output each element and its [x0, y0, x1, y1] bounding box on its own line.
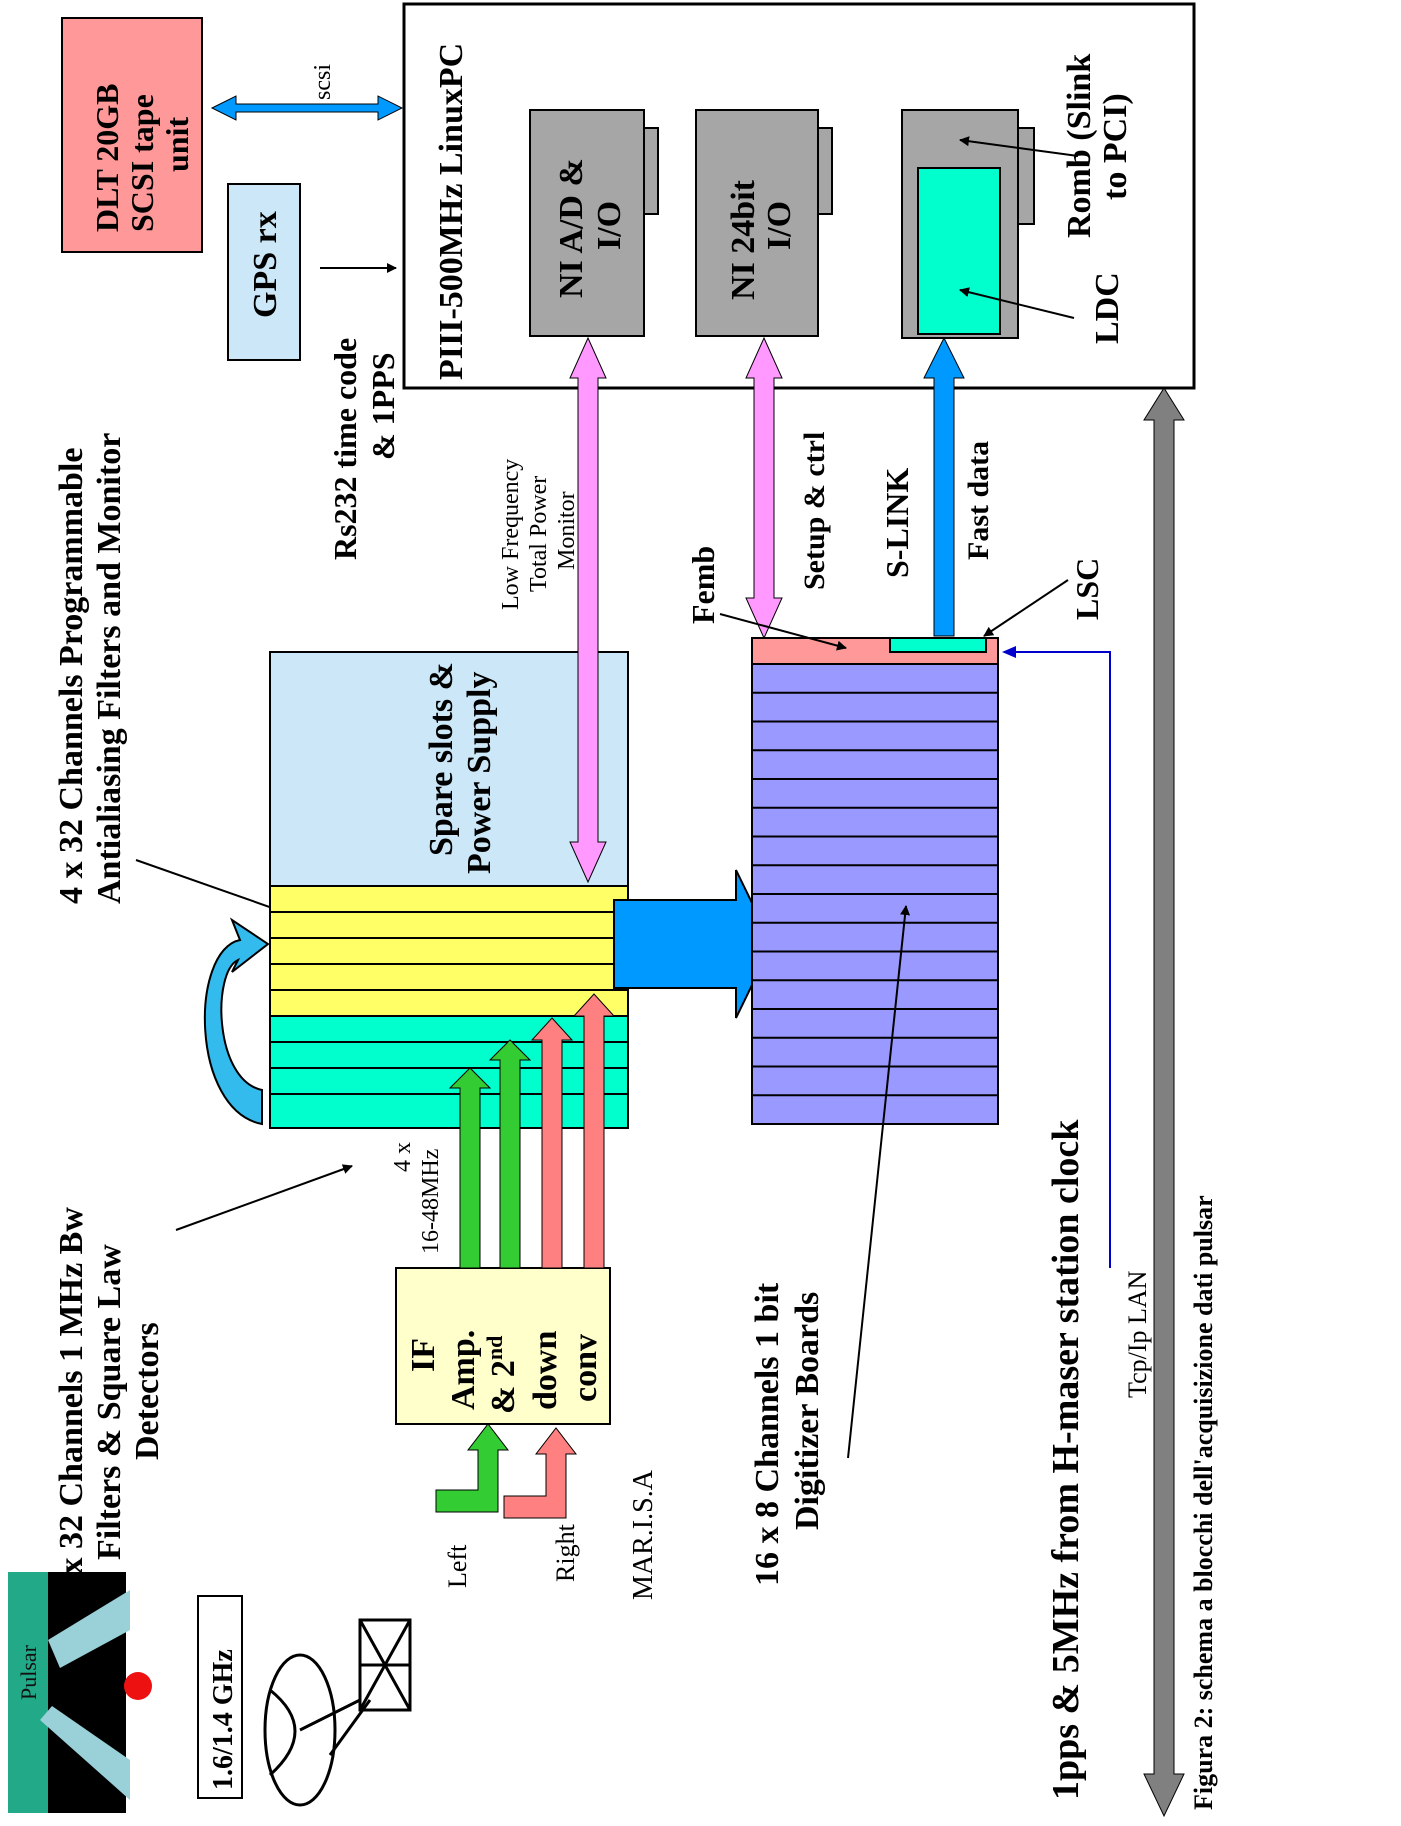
filters-title-line-1: 4 x 32 Channels Programmable [53, 448, 90, 904]
antenna-dish-icon [265, 1620, 410, 1805]
ni-ad-card-line-2: I/O [591, 201, 628, 250]
digitizer-crate [752, 638, 998, 1124]
antialiasing-filter-slots [270, 886, 628, 1016]
scsi-label: scsi [310, 64, 336, 100]
spare-slots-line-1: Spare slots & [423, 662, 460, 856]
romb-label-line-2: to PCI) [1097, 93, 1134, 200]
tape-unit-line-1: DLT 20GB [89, 83, 125, 232]
rs232-label-line-2: & 1PPS [365, 352, 401, 460]
digitizer-title-line-1: 16 x 8 Channels 1 bit [749, 1282, 786, 1586]
right-input-arrow [504, 1428, 576, 1518]
low-freq-line-3: Monitor [554, 491, 580, 570]
if-output-line-1: 4 x [390, 1142, 416, 1172]
pulsar-star-icon [124, 1672, 152, 1700]
low-freq-line-1: Low Frequency [498, 459, 524, 610]
antenna-band-label: 1.6/1.4 GHz [208, 1649, 239, 1790]
if-line-2: Amp. [445, 1330, 482, 1410]
lan-label: Tcp/Ip LAN [1123, 1270, 1152, 1398]
lsc-label: LSC [1069, 558, 1105, 620]
square-law-detector-slots [270, 1016, 628, 1128]
detectors-title-line-1: 4 x 32 Channels 1 MHz Bw [53, 1207, 90, 1600]
if-line-4: down [527, 1331, 564, 1410]
setup-ctrl-label: Setup & ctrl [798, 432, 831, 590]
if-line-3-main: & 2 [485, 1360, 522, 1414]
ldc-label: LDC [1089, 272, 1126, 344]
pc-title: PIII-500MHz LinuxPC [433, 43, 470, 380]
if-line-5: conv [567, 1334, 604, 1402]
pulsar-image: Pulsar [8, 1572, 152, 1813]
left-input-arrow [436, 1424, 508, 1512]
left-label: Left [443, 1544, 472, 1588]
if-line-1: IF [405, 1338, 442, 1372]
scsi-link-arrow [212, 96, 402, 120]
rs232-label-line-1: Rs232 time code [327, 338, 363, 560]
crate-to-digitizer-arrow [614, 870, 772, 1018]
spare-slots-line-2: Power Supply [461, 672, 498, 874]
marisa-label: MAR.I.S.A [628, 1469, 659, 1600]
if-line-3-sup: nd [482, 1336, 507, 1360]
ldc-card [918, 168, 1000, 334]
clock-label: 1pps & 5MHz from H-maser station clock [1045, 1119, 1087, 1800]
pulsar-caption: Pulsar [16, 1644, 41, 1700]
right-label: Right [551, 1523, 580, 1582]
figure-caption: Figura 2: schema a blocchi dell'acquisiz… [1189, 1195, 1218, 1810]
lsc-module [890, 638, 986, 652]
ni-24bit-card-line-1: NI 24bit [725, 179, 762, 300]
tape-unit-line-2: SCSI tape [124, 94, 160, 232]
detector-to-filter-curved-arrow [205, 920, 268, 1124]
detectors-title-line-3: Detectors [129, 1322, 166, 1460]
ni-ad-card-line-1: NI A/D & [553, 158, 590, 298]
tape-unit-line-3: unit [159, 117, 195, 172]
low-freq-line-2: Total Power [526, 476, 552, 592]
detectors-title-line-2: Filters & Square Law [91, 1244, 128, 1560]
slink-label: S-LINK [879, 468, 915, 578]
romb-label-line-1: Romb (Slink [1061, 54, 1098, 238]
digitizer-title-line-2: Digitizer Boards [789, 1292, 826, 1530]
ni-24bit-card-line-2: I/O [761, 201, 798, 250]
filters-title-line-2: Antialiasing Filters and Monitor [91, 433, 128, 904]
fast-data-label: Fast data [962, 441, 995, 560]
femb-label: Femb [685, 546, 721, 624]
gps-label: GPS rx [247, 211, 284, 318]
if-output-line-2: 16-48MHz [418, 1149, 444, 1254]
lan-double-arrow [1144, 388, 1184, 1816]
